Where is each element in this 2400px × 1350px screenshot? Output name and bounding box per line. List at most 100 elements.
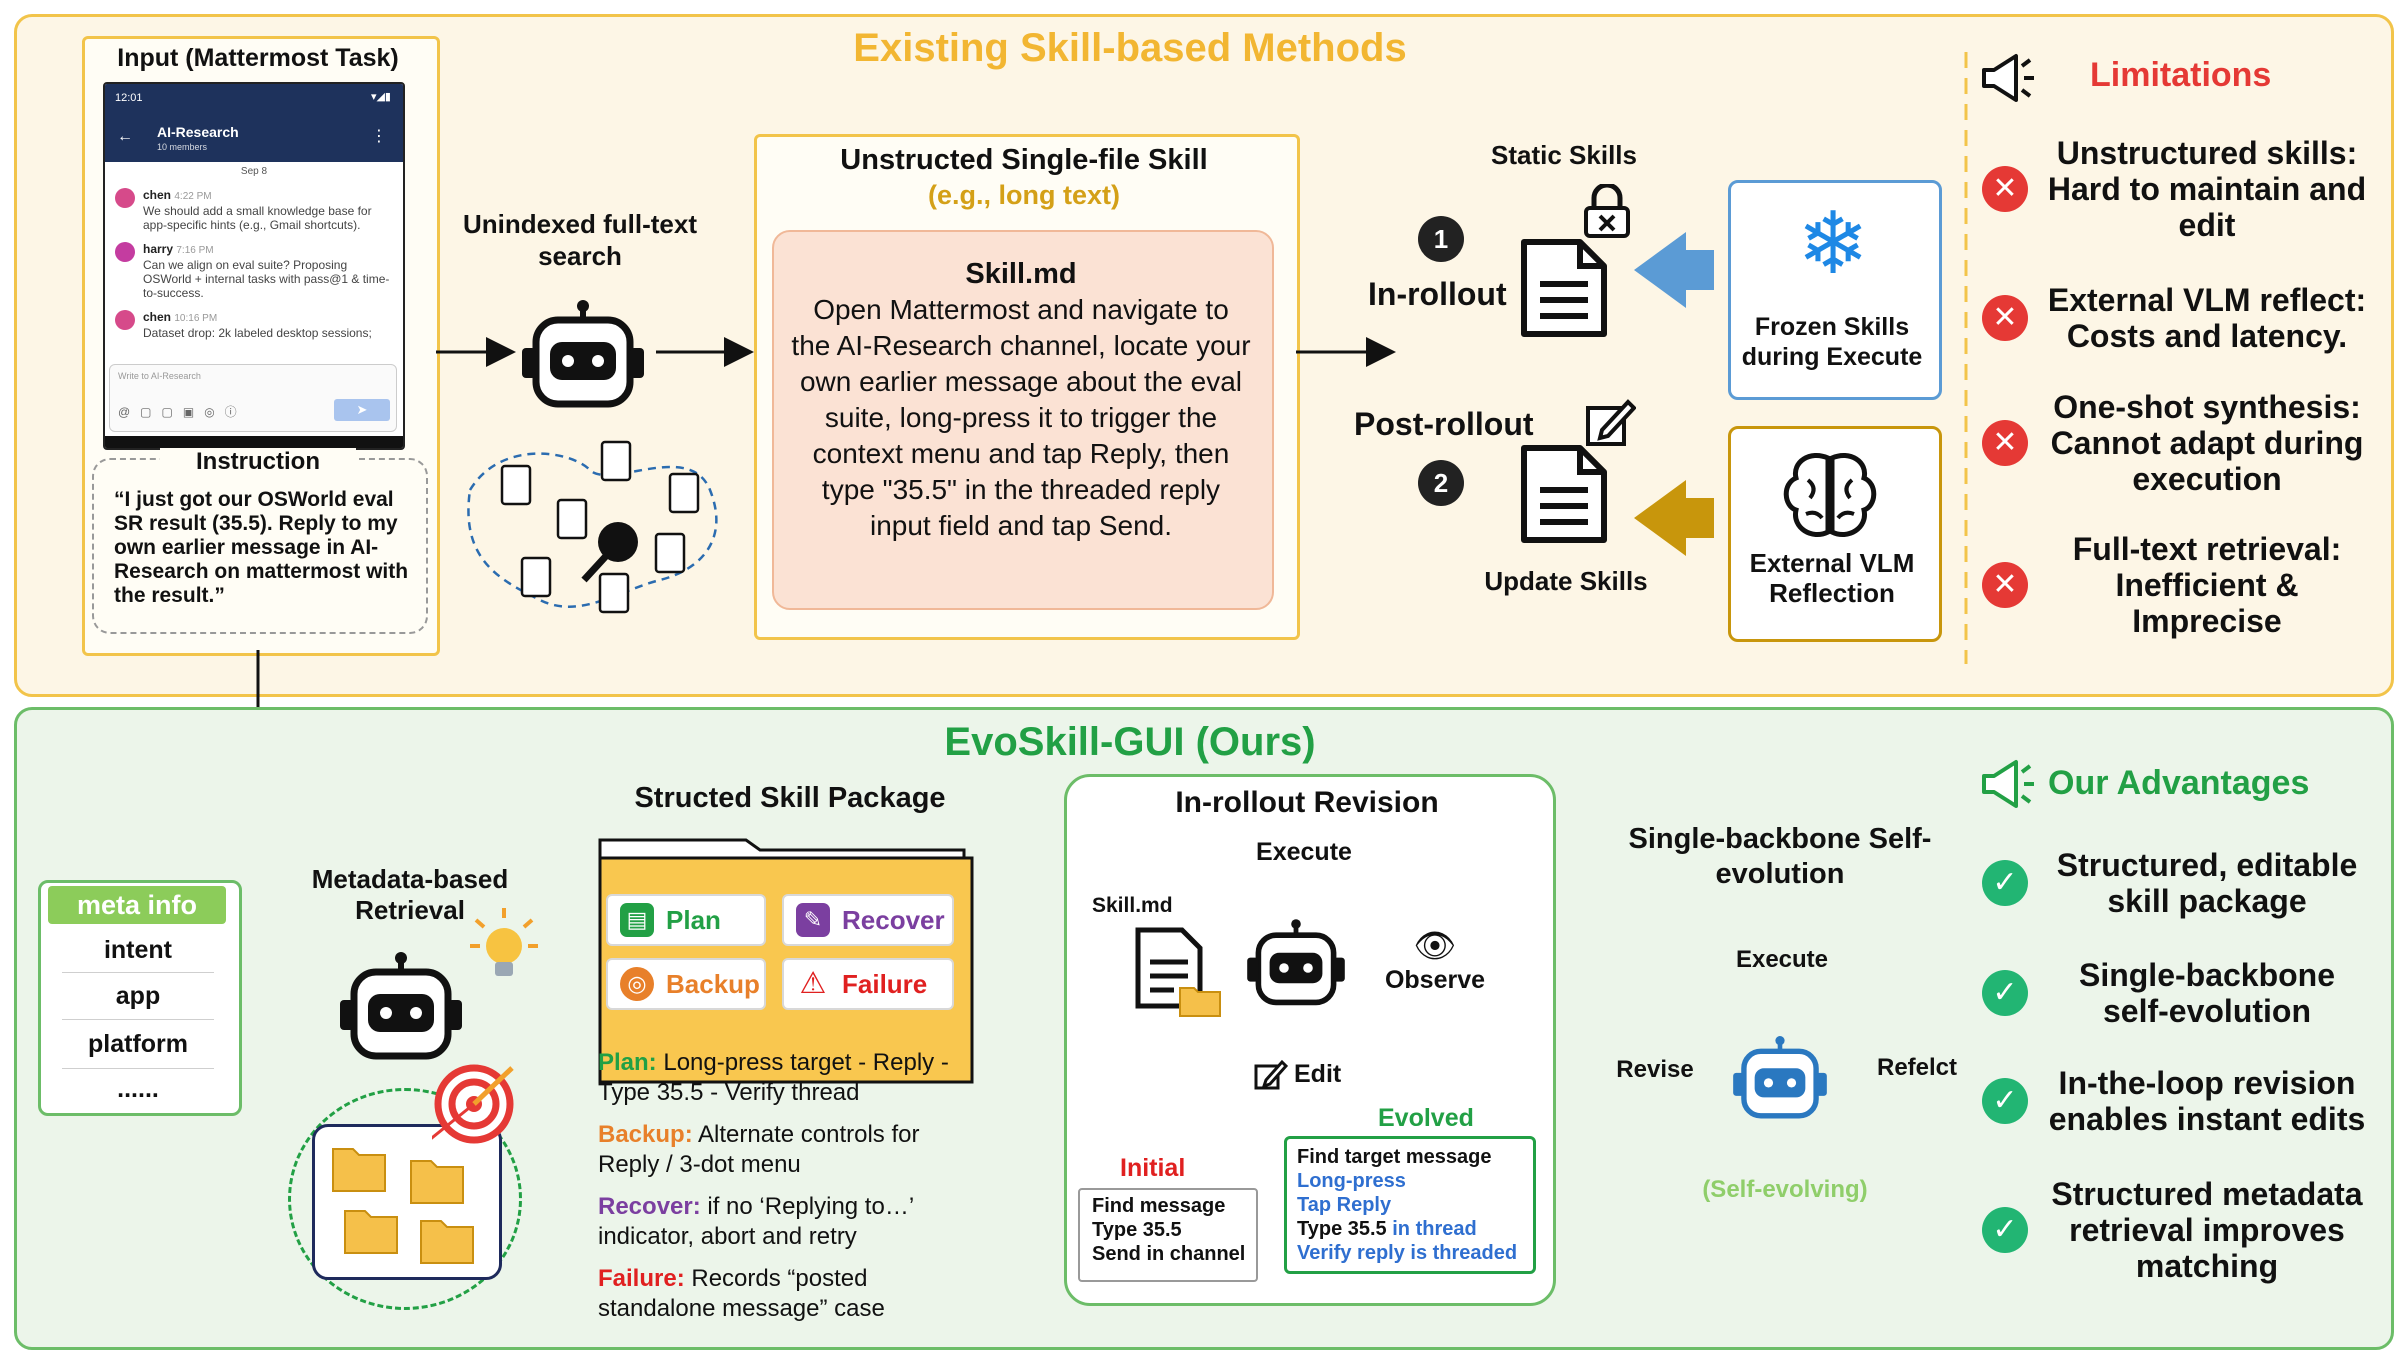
x-icon: ✕ — [1982, 562, 2028, 608]
message-item: chen 4:22 PM We should add a small knowl… — [115, 188, 395, 232]
initial-line: Type 35.5 — [1092, 1219, 1182, 1241]
skill-doc-folder-icon — [1134, 926, 1224, 1018]
desc-failure: Failure: Records “posted standalone mess… — [598, 1265, 885, 1322]
check-icon: ✓ — [1982, 860, 2028, 906]
message-text: We should add a small knowledge base for… — [143, 204, 372, 232]
in-rollout-label: In-rollout — [1368, 276, 1507, 312]
avatar — [115, 188, 135, 208]
cycle-reflect-label: Refelct — [1876, 1054, 1958, 1081]
phone-members: 10 members — [157, 142, 208, 152]
initial-line: Find message — [1092, 1195, 1226, 1217]
advantage-item: ✓ Single-backbone self-evolution — [1982, 950, 2382, 1036]
evolved-line: Tap Reply — [1297, 1194, 1392, 1216]
advantages-title: Our Advantages — [2048, 764, 2310, 802]
advantage-item: ✓ Structured, editable skill package — [1982, 840, 2382, 926]
search-label: Unindexed full-text search — [462, 209, 697, 271]
message-time: 4:22 PM — [174, 191, 212, 202]
instruction-title: Instruction — [160, 448, 356, 476]
limitation-text: External VLM reflect: Costs and latency. — [2047, 282, 2367, 354]
evolved-line: Find target message — [1297, 1146, 1492, 1168]
rev-skillmd-label: Skill.md — [1092, 894, 1173, 917]
message-item: harry 7:16 PM Can we align on eval suite… — [115, 242, 395, 300]
rev-evolved-label: Evolved — [1378, 1104, 1474, 1132]
warning-icon: ⚠ — [799, 967, 827, 1000]
folder-grid — [312, 1124, 502, 1280]
frozen-label: Frozen Skills during Execute — [1741, 313, 1923, 371]
advantage-item: ✓ In-the-loop revision enables instant e… — [1982, 1058, 2382, 1144]
phone-channel: AI-Research — [157, 124, 239, 140]
message-time: 7:16 PM — [176, 245, 214, 256]
avatar — [115, 242, 135, 262]
meta-item: app — [62, 973, 214, 1020]
rev-initial-label: Initial — [1120, 1154, 1186, 1182]
message-user: harry — [143, 242, 174, 256]
static-skills-label: Static Skills — [1491, 140, 1637, 170]
desc-recover: Recover: if no ‘Replying to…’ indicator,… — [598, 1193, 914, 1250]
message-item: chen 10:16 PM Dataset drop: 2k labeled d… — [115, 310, 395, 340]
evolved-line: Long-press — [1297, 1170, 1406, 1192]
limitation-text: One-shot synthesis: Cannot adapt during … — [2050, 389, 2364, 497]
update-skill-doc-icon — [1518, 444, 1610, 544]
input-box-title: Input (Mattermost Task) — [117, 44, 399, 72]
check-icon: ✓ — [1982, 970, 2028, 1016]
megaphone-icon — [1978, 756, 2038, 812]
edit-icon — [1254, 1058, 1289, 1092]
plan-chip-label: Plan — [666, 904, 721, 935]
eye-icon: 👁 — [1413, 927, 1457, 965]
rev-observe-label: Observe — [1384, 966, 1486, 994]
phone-date: Sep 8 — [240, 166, 268, 177]
skill-md-title: Skill.md — [965, 258, 1077, 290]
more-vert-icon[interactable]: ⋮ — [371, 128, 387, 145]
send-button-icon[interactable]: ➤ — [334, 399, 390, 421]
skill-md-card — [772, 230, 1274, 610]
advantage-text: Structured metadata retrieval improves m… — [2051, 1176, 2363, 1284]
ours-title: EvoSkill-GUI (Ours) — [944, 720, 1316, 764]
robot-icon — [1244, 918, 1348, 1010]
meta-list: intent app platform ...... — [62, 928, 214, 1113]
meta-info-title: meta info — [48, 886, 226, 924]
phone-nav-bar — [105, 436, 403, 448]
cycle-self-label: (Self-evolving) — [1702, 1176, 1868, 1203]
limitation-item: ✕ One-shot synthesis: Cannot adapt durin… — [1982, 388, 2382, 498]
desc-plan: Plan: Long-press target - Reply - Type 3… — [598, 1049, 949, 1106]
single-skill-subtitle: (e.g., long text) — [928, 180, 1120, 210]
robot-icon — [336, 952, 466, 1064]
meta-item: intent — [62, 928, 214, 973]
instruction-text: “I just got our OSWorld eval SR result (… — [114, 488, 409, 607]
limitation-item: ✕ Unstructured skills: Hard to maintain … — [1982, 134, 2382, 244]
static-skill-doc-icon — [1518, 238, 1610, 338]
blue-robot-icon — [1730, 1036, 1830, 1122]
limitations-title: Limitations — [2090, 56, 2272, 94]
evolved-line: Verify reply is threaded — [1297, 1242, 1518, 1264]
advantage-text: In-the-loop revision enables instant edi… — [2048, 1065, 2366, 1137]
package-descriptions: Plan: Long-press target - Reply - Type 3… — [598, 1048, 968, 1324]
cycle-revise-label: Revise — [1616, 1056, 1694, 1083]
retrieval-circle — [288, 1088, 522, 1310]
message-text: Can we align on eval suite? Proposing OS… — [143, 258, 390, 300]
robot-icon — [518, 300, 648, 412]
message-user: chen — [143, 310, 172, 324]
lifebuoy-icon: ◎ — [620, 967, 654, 1001]
recover-chip: ✎ Recover — [782, 894, 954, 946]
phone-time: 12:01 — [115, 92, 143, 104]
desc-backup: Backup: Alternate controls for Reply / 3… — [598, 1121, 920, 1178]
meta-item: ...... — [117, 1075, 159, 1103]
frozen-arrow — [1634, 232, 1714, 308]
update-skills-label: Update Skills — [1484, 566, 1648, 596]
limitation-text: Full-text retrieval: Inefficient & Impre… — [2072, 531, 2342, 639]
limitation-item: ✕ Full-text retrieval: Inefficient & Imp… — [1982, 530, 2382, 640]
phone-composer[interactable]: Write to AI-Research @▢▢▣◎ⓘ ➤ — [109, 364, 397, 432]
failure-chip: ⚠ Failure — [782, 958, 954, 1010]
package-title: Structed Skill Package — [634, 782, 946, 814]
message-time: 10:16 PM — [174, 313, 218, 324]
backbone-title: Single-backbone Self-evolution — [1628, 823, 1932, 890]
back-arrow-icon[interactable]: ← — [117, 128, 133, 145]
retrieval-label: Metadata-based Retrieval — [311, 864, 509, 925]
rev-edit-label: Edit — [1294, 1060, 1342, 1088]
composer-tools-icon[interactable]: @▢▢▣◎ⓘ — [118, 405, 247, 419]
advantage-item: ✓ Structured metadata retrieval improves… — [1982, 1170, 2382, 1290]
cycle-execute-label: Execute — [1735, 946, 1829, 973]
phone-header: 12:01 ▾◢▮ ← AI-Research 10 members ⋮ — [105, 84, 403, 162]
phone-message-list: chen 4:22 PM We should add a small knowl… — [115, 188, 395, 340]
meta-item: platform — [62, 1020, 214, 1069]
